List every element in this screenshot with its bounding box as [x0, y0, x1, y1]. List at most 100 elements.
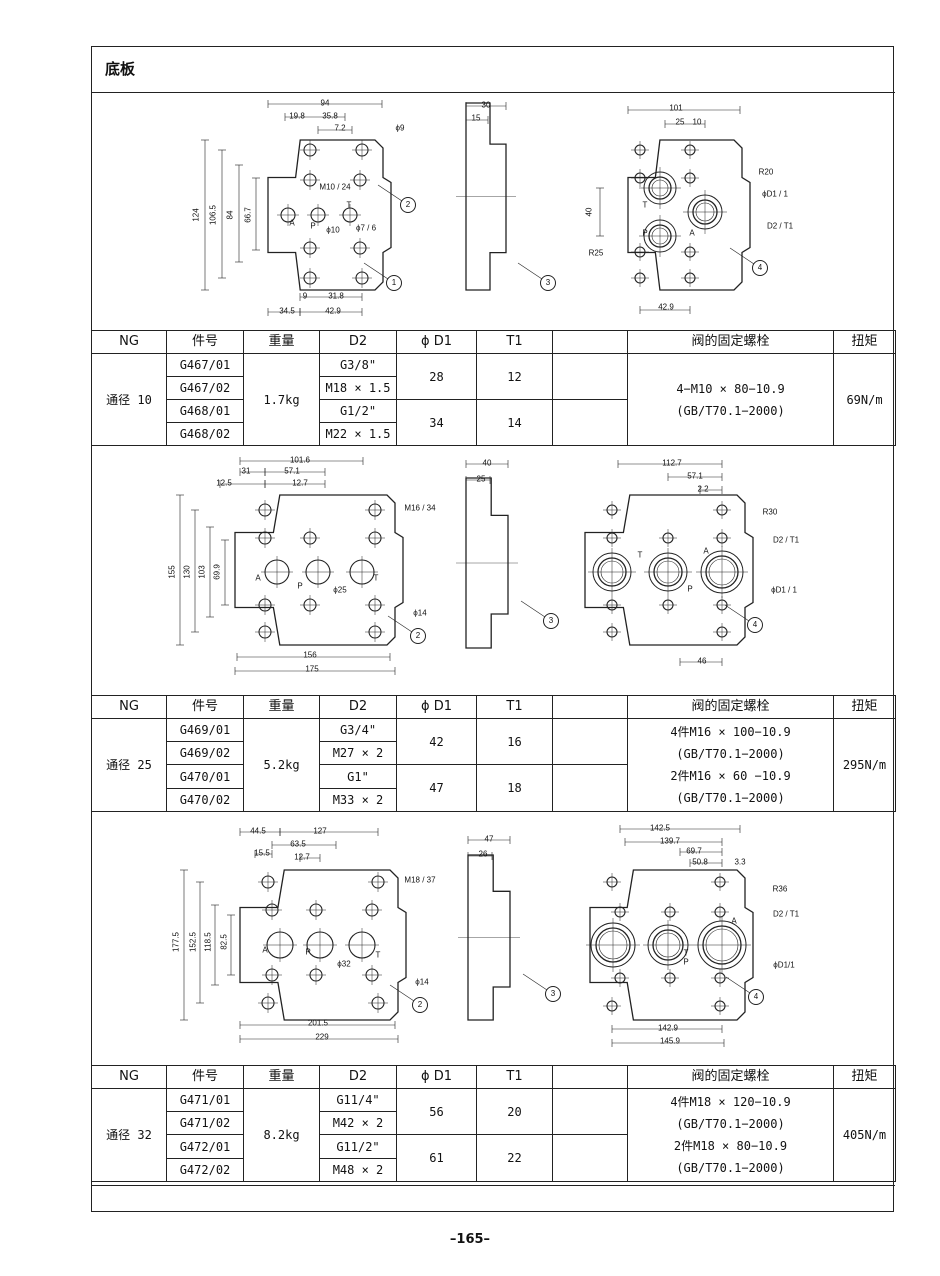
bolt-cell: 4−M10 × 80−10.9(GB/T70.1−2000) — [627, 353, 834, 446]
part-number: G472/01 — [166, 1134, 244, 1159]
page-frame — [91, 46, 894, 1212]
torque-cell: 295N/m — [833, 718, 896, 812]
part-number: G467/02 — [166, 376, 244, 400]
drawing-line — [724, 604, 750, 622]
t1-cell: 14 — [476, 399, 553, 446]
header-cell: 阀的固定螺栓 — [627, 1065, 834, 1089]
callout-marker: 4 — [748, 989, 764, 1005]
header-cell: ϕ D1 — [396, 330, 477, 354]
t1-cell: 16 — [476, 718, 553, 765]
dimension-label: 34.5 — [279, 306, 295, 316]
ng-cell: 通径 25 — [91, 718, 167, 812]
ng-cell: 通径 32 — [91, 1088, 167, 1182]
bolt-spec: 4件M16 × 100−10.9 — [670, 725, 791, 739]
callout-marker: 3 — [543, 613, 559, 629]
header-cell: T1 — [476, 1065, 553, 1089]
dimension-label: 155 — [167, 565, 177, 579]
dimension-label: 139.7 — [659, 836, 681, 846]
divider — [91, 92, 895, 93]
drawing-line — [363, 262, 389, 280]
callout-marker: 2 — [400, 197, 416, 213]
dimension-label: 35.8 — [322, 111, 338, 121]
header-cell: 件号 — [166, 1065, 244, 1089]
d2-cell: G11/4" — [319, 1088, 397, 1112]
back-view — [589, 869, 754, 1021]
dimension-label: 57.1 — [284, 466, 300, 476]
dimension-label: 3.3 — [734, 857, 746, 867]
drawing-line — [377, 184, 403, 202]
bolt-spec: 4−M10 × 80−10.9 — [676, 381, 785, 396]
dimension-label: 40 — [482, 458, 492, 468]
d2-cell: G3/4" — [319, 718, 397, 742]
d1-cell: 42 — [396, 718, 477, 765]
blank-cell — [552, 399, 628, 446]
side-view — [465, 477, 509, 649]
front-view — [239, 869, 407, 1021]
dimension-label: 106.5 — [208, 204, 218, 226]
blank-cell — [552, 1134, 628, 1182]
dimension-label: P — [305, 947, 311, 957]
part-number: G471/01 — [166, 1088, 244, 1112]
header-cell: D2 — [319, 695, 397, 719]
dimension-label: ϕD1 / 1 — [762, 189, 788, 199]
dimension-label: T — [637, 550, 643, 560]
header-cell — [552, 1065, 628, 1089]
dimension-label: ϕ14 — [413, 608, 427, 618]
page-number: –165– — [449, 1232, 491, 1247]
dimension-label: 84 — [225, 210, 235, 220]
dimension-label: P — [642, 228, 648, 238]
callout-marker: 4 — [747, 617, 763, 633]
dimension-label: 57.1 — [687, 471, 703, 481]
dimension-label: D2 / T1 — [772, 909, 800, 919]
dimension-label: R30 — [762, 507, 778, 517]
d2-cell: M42 × 2 — [319, 1111, 397, 1135]
dimension-label: 15.5 — [254, 848, 270, 858]
drawing-line — [387, 615, 413, 633]
dimension-label: 9 — [302, 291, 308, 301]
dimension-label: M16 / 34 — [404, 503, 436, 513]
header-cell: 件号 — [166, 695, 244, 719]
bolt-spec: 2件M16 × 60 −10.9 — [670, 769, 791, 783]
dimension-label: ϕ10 — [326, 225, 340, 235]
dimension-label: 229 — [315, 1032, 329, 1042]
dimension-label: 201.5 — [307, 1018, 329, 1028]
t1-cell: 22 — [476, 1134, 553, 1182]
part-number: G472/02 — [166, 1158, 244, 1182]
d1-cell: 61 — [396, 1134, 477, 1182]
dimension-label: T — [683, 948, 689, 958]
dimension-label: 145.9 — [659, 1036, 681, 1046]
part-number: G468/02 — [166, 422, 244, 446]
dimension-label: M18 / 37 — [404, 875, 436, 885]
dimension-label: T — [346, 200, 352, 210]
header-cell: D2 — [319, 330, 397, 354]
callout-marker: 2 — [412, 997, 428, 1013]
header-cell — [552, 330, 628, 354]
dimension-label: 94 — [320, 98, 330, 108]
dimension-label: ϕ9 — [395, 123, 405, 133]
part-number: G467/01 — [166, 353, 244, 377]
d2-cell: G1/2" — [319, 399, 397, 423]
callout-marker: 3 — [545, 986, 561, 1002]
dimension-label: 177.5 — [171, 931, 181, 953]
dimension-label: 12.5 — [216, 478, 232, 488]
d2-cell: M27 × 2 — [319, 741, 397, 765]
blank-cell — [552, 764, 628, 812]
drawing-line — [522, 973, 548, 991]
dimension-label: ϕD1 / 1 — [771, 585, 797, 595]
header-cell: NG — [91, 1065, 167, 1089]
bolt-cell: 4件M18 × 120−10.9(GB/T70.1−2000)2件M18 × 8… — [627, 1088, 834, 1182]
bolt-spec: 4件M18 × 120−10.9 — [670, 1095, 791, 1109]
side-view — [467, 854, 511, 1021]
header-cell: D2 — [319, 1065, 397, 1089]
dimension-label: 42.9 — [325, 306, 341, 316]
front-view — [234, 494, 404, 646]
dimension-label: 103 — [197, 565, 207, 579]
part-number: G471/02 — [166, 1111, 244, 1135]
dimension-label: 44.5 — [250, 826, 266, 836]
